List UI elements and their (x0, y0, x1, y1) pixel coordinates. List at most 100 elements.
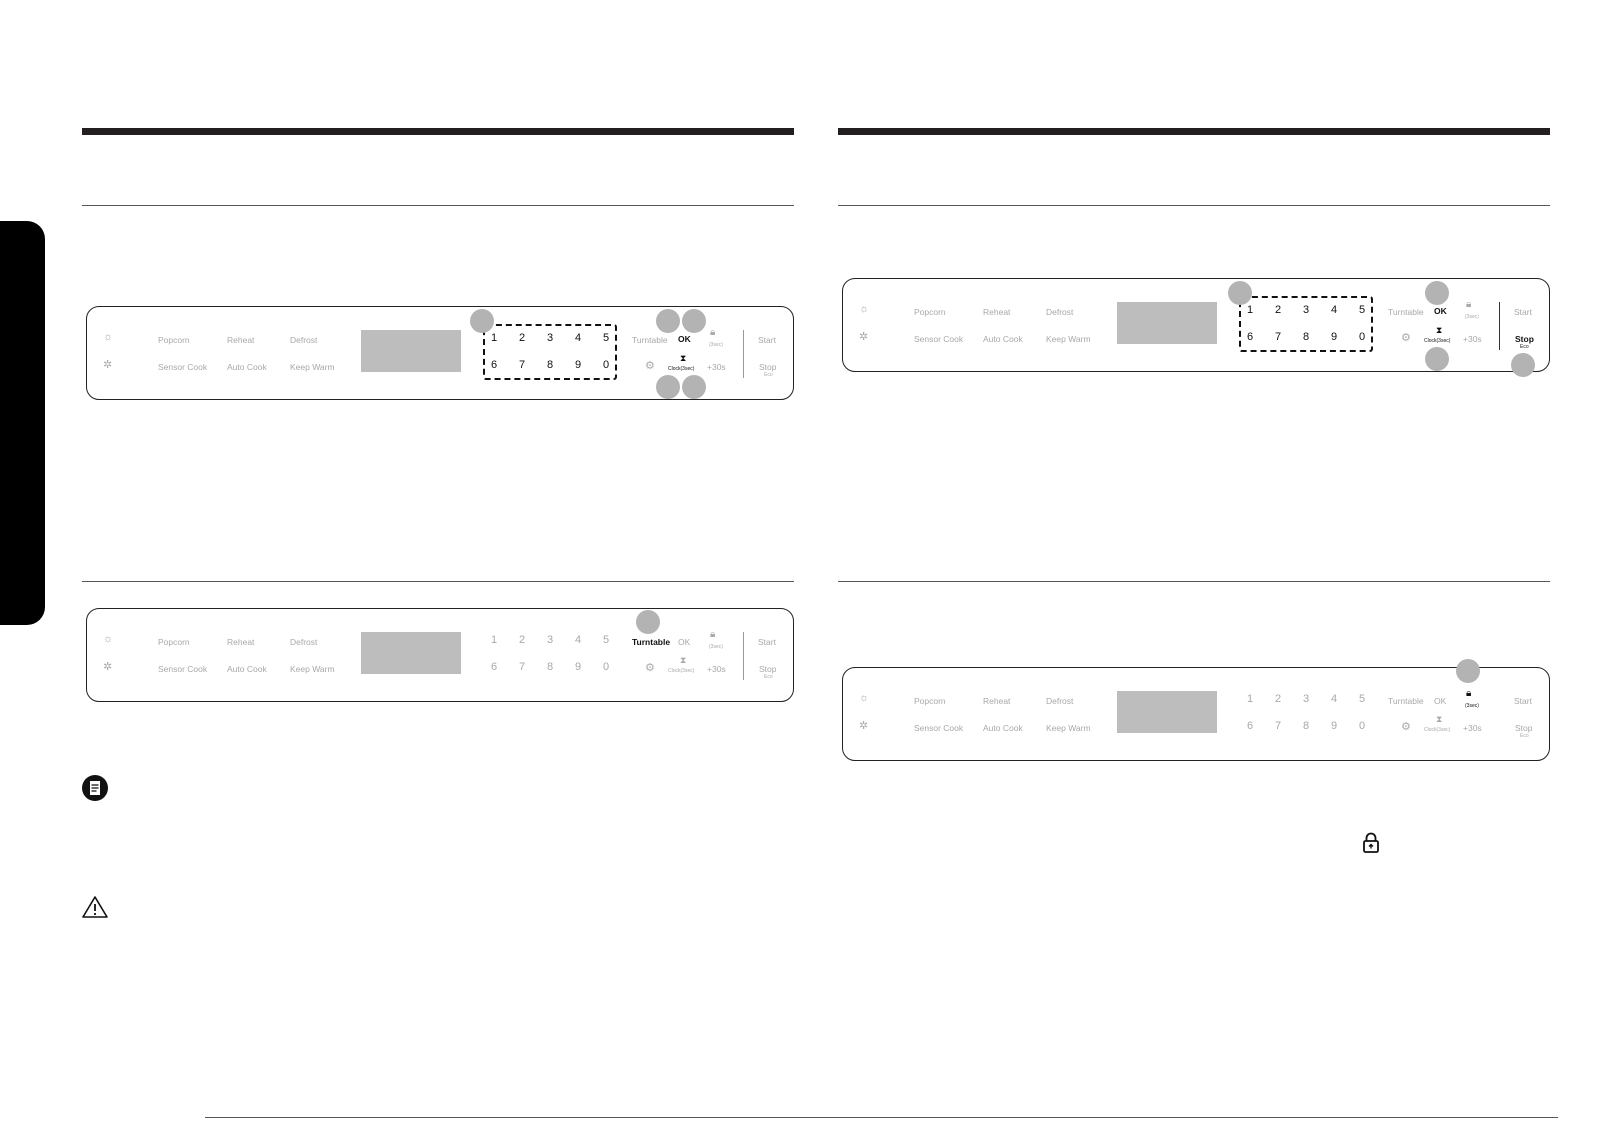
digit-6-button[interactable]: 6 (490, 359, 498, 371)
digit-2-button[interactable]: 2 (518, 634, 526, 646)
digit-7-button[interactable]: 7 (518, 359, 526, 371)
fan-icon: ✲ (859, 720, 869, 732)
digit-3-button[interactable]: 3 (546, 634, 554, 646)
digit-8-button[interactable]: 8 (1302, 331, 1310, 343)
digit-6-button[interactable]: 6 (1246, 331, 1254, 343)
stop-button[interactable]: Stop (759, 664, 777, 674)
popcorn-button[interactable]: Popcorn (914, 696, 946, 706)
section-rule (82, 581, 794, 582)
digit-7-button[interactable]: 7 (1274, 720, 1282, 732)
clock-button[interactable]: Clock(3sec) (1424, 338, 1451, 344)
gear-icon: ⚙ (645, 662, 655, 674)
ok-button[interactable]: OK (1434, 696, 1447, 706)
keep-warm-button[interactable]: Keep Warm (290, 362, 335, 372)
start-button[interactable]: Start (1514, 696, 1532, 706)
digit-8-button[interactable]: 8 (1302, 720, 1310, 732)
clock-button[interactable]: Clock(3sec) (668, 366, 695, 372)
sensor-cook-button[interactable]: Sensor Cook (158, 362, 208, 372)
reheat-button[interactable]: Reheat (983, 307, 1011, 317)
turntable-button[interactable]: Turntable (632, 637, 671, 647)
auto-cook-button[interactable]: Auto Cook (983, 334, 1023, 344)
digit-4-button[interactable]: 4 (1330, 693, 1338, 705)
digit-8-button[interactable]: 8 (546, 359, 554, 371)
sensor-cook-button[interactable]: Sensor Cook (914, 334, 964, 344)
gear-icon: ⚙ (1401, 721, 1411, 733)
digit-9-button[interactable]: 9 (574, 359, 582, 371)
stop-button[interactable]: Stop (1515, 334, 1534, 344)
turntable-button[interactable]: Turntable (632, 335, 668, 345)
digit-5-button[interactable]: 5 (1358, 304, 1366, 316)
plus-30s-button[interactable]: +30s (707, 664, 726, 674)
digit-1-button[interactable]: 1 (490, 332, 498, 344)
reheat-button[interactable]: Reheat (983, 696, 1011, 706)
digit-0-button[interactable]: 0 (1358, 331, 1366, 343)
digit-0-button[interactable]: 0 (602, 661, 610, 673)
keep-warm-button[interactable]: Keep Warm (1046, 723, 1091, 733)
digit-1-button[interactable]: 1 (1246, 304, 1254, 316)
clock-button[interactable]: Clock(3sec) (1424, 727, 1451, 733)
sensor-cook-button[interactable]: Sensor Cook (914, 723, 964, 733)
start-button[interactable]: Start (758, 637, 776, 647)
popcorn-button[interactable]: Popcorn (158, 335, 190, 345)
section-rule (838, 581, 1550, 582)
lock-icon[interactable]: 🔒︎ (1466, 688, 1472, 699)
stop-button[interactable]: Stop (759, 362, 777, 372)
digit-4-button[interactable]: 4 (1330, 304, 1338, 316)
digit-5-button[interactable]: 5 (602, 332, 610, 344)
popcorn-button[interactable]: Popcorn (914, 307, 946, 317)
ok-button[interactable]: OK (1434, 306, 1447, 316)
digit-6-button[interactable]: 6 (1246, 720, 1254, 732)
digit-3-button[interactable]: 3 (1302, 693, 1310, 705)
control-panel: ☼ ✲ Popcorn Reheat Defrost Sensor Cook A… (86, 608, 794, 702)
digit-4-button[interactable]: 4 (574, 634, 582, 646)
defrost-button[interactable]: Defrost (290, 637, 318, 647)
keep-warm-button[interactable]: Keep Warm (1046, 334, 1091, 344)
reheat-button[interactable]: Reheat (227, 335, 255, 345)
digit-5-button[interactable]: 5 (602, 634, 610, 646)
digit-2-button[interactable]: 2 (518, 332, 526, 344)
turntable-button[interactable]: Turntable (1388, 307, 1424, 317)
auto-cook-button[interactable]: Auto Cook (227, 362, 267, 372)
digit-1-button[interactable]: 1 (490, 634, 498, 646)
turntable-button[interactable]: Turntable (1388, 696, 1424, 706)
plus-30s-button[interactable]: +30s (1463, 723, 1482, 733)
defrost-button[interactable]: Defrost (1046, 307, 1074, 317)
digit-9-button[interactable]: 9 (1330, 720, 1338, 732)
auto-cook-button[interactable]: Auto Cook (227, 664, 267, 674)
start-button[interactable]: Start (758, 335, 776, 345)
digit-6-button[interactable]: 6 (490, 661, 498, 673)
digit-3-button[interactable]: 3 (1302, 304, 1310, 316)
digit-9-button[interactable]: 9 (574, 661, 582, 673)
digit-0-button[interactable]: 0 (602, 359, 610, 371)
start-button[interactable]: Start (1514, 307, 1532, 317)
reheat-button[interactable]: Reheat (227, 637, 255, 647)
digit-5-button[interactable]: 5 (1358, 693, 1366, 705)
clock-button[interactable]: Clock(3sec) (668, 668, 695, 674)
defrost-button[interactable]: Defrost (1046, 696, 1074, 706)
digit-2-button[interactable]: 2 (1274, 304, 1282, 316)
plus-30s-button[interactable]: +30s (1463, 334, 1482, 344)
callout-marker (1425, 281, 1449, 305)
gear-icon: ⚙ (645, 360, 655, 372)
lock-hold-label: (3sec) (709, 342, 723, 348)
control-panel: ☼ ✲ Popcorn Reheat Defrost Sensor Cook A… (842, 667, 1550, 761)
digit-2-button[interactable]: 2 (1274, 693, 1282, 705)
digit-0-button[interactable]: 0 (1358, 720, 1366, 732)
defrost-button[interactable]: Defrost (290, 335, 318, 345)
digit-9-button[interactable]: 9 (1330, 331, 1338, 343)
digit-4-button[interactable]: 4 (574, 332, 582, 344)
digit-7-button[interactable]: 7 (518, 661, 526, 673)
plus-30s-button[interactable]: +30s (707, 362, 726, 372)
digit-8-button[interactable]: 8 (546, 661, 554, 673)
sensor-cook-button[interactable]: Sensor Cook (158, 664, 208, 674)
popcorn-button[interactable]: Popcorn (158, 637, 190, 647)
digit-7-button[interactable]: 7 (1274, 331, 1282, 343)
digit-3-button[interactable]: 3 (546, 332, 554, 344)
digit-1-button[interactable]: 1 (1246, 693, 1254, 705)
lock-icon: 🔒︎ (1466, 299, 1472, 310)
auto-cook-button[interactable]: Auto Cook (983, 723, 1023, 733)
ok-button[interactable]: OK (678, 334, 691, 344)
keep-warm-button[interactable]: Keep Warm (290, 664, 335, 674)
stop-button[interactable]: Stop (1515, 723, 1533, 733)
ok-button[interactable]: OK (678, 637, 691, 647)
